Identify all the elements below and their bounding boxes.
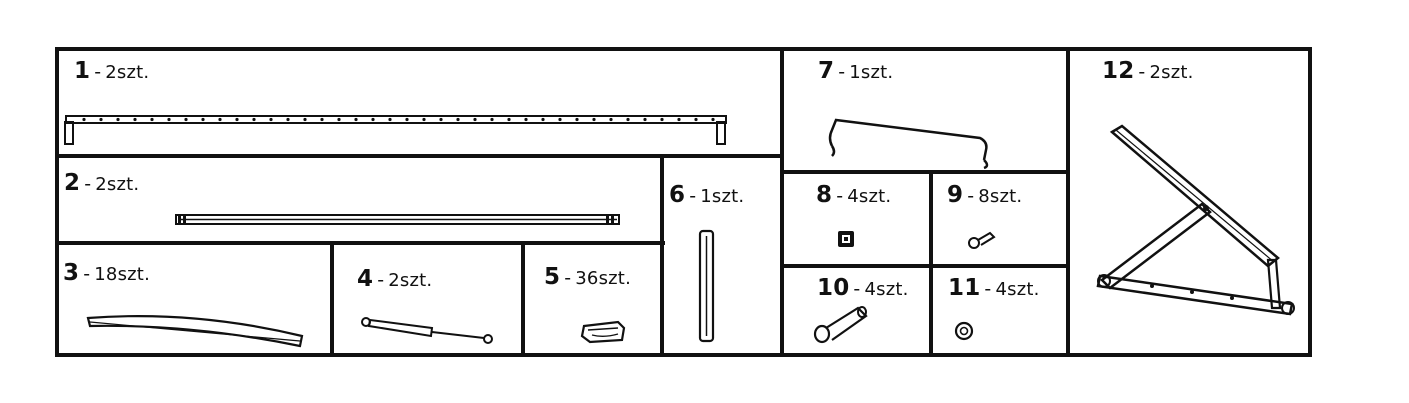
separator: - <box>984 278 992 300</box>
divider-v-right <box>1066 47 1070 357</box>
divider-v-part6 <box>660 154 664 357</box>
separator: - <box>564 267 572 289</box>
quantity: 2szt. <box>95 174 140 195</box>
slat-holder-icon <box>580 320 626 344</box>
lift-mechanism-icon <box>1096 124 1295 316</box>
cap-nut-icon <box>954 321 974 341</box>
quantity: 4szt. <box>995 279 1040 300</box>
part-number: 6 <box>669 182 686 208</box>
separator: - <box>689 185 697 207</box>
quantity: 1szt. <box>849 62 894 83</box>
gas-spring-icon <box>361 317 493 344</box>
divider-h-row2 <box>55 241 665 245</box>
separator: - <box>83 263 91 285</box>
square-nut-icon <box>838 231 854 247</box>
rail-bar-icon <box>175 214 620 225</box>
part-number: 4 <box>357 266 374 292</box>
divider-h-part8-10 <box>780 264 1068 268</box>
part-6-label: 6-1szt. <box>669 182 744 208</box>
quantity: 8szt. <box>978 186 1023 207</box>
part-number: 8 <box>816 182 833 208</box>
part-8-label: 8-4szt. <box>816 182 891 208</box>
slat-icon <box>86 315 304 348</box>
divider-v-part8-9 <box>929 170 933 357</box>
part-2-label: 2-2szt. <box>64 170 139 196</box>
part-number: 7 <box>818 58 835 84</box>
quantity: 2szt. <box>388 270 433 291</box>
divider-v-part4-5 <box>521 241 525 357</box>
long-rail-icon <box>64 115 727 145</box>
quantity: 4szt. <box>864 279 909 300</box>
separator: - <box>94 61 102 83</box>
divider-v-main <box>780 47 784 357</box>
quantity: 2szt. <box>1149 62 1194 83</box>
part-4-label: 4-2szt. <box>357 266 432 292</box>
small-screw-icon <box>968 231 996 249</box>
separator: - <box>838 61 846 83</box>
part-number: 3 <box>63 260 80 286</box>
divider-h-row1 <box>55 154 782 158</box>
part-number: 5 <box>544 264 561 290</box>
part-12-label: 12-2szt. <box>1102 58 1194 84</box>
part-number: 2 <box>64 170 81 196</box>
wire-handle-icon <box>828 118 989 170</box>
part-9-label: 9-8szt. <box>947 182 1022 208</box>
separator: - <box>84 173 92 195</box>
part-number: 10 <box>817 275 850 301</box>
quantity: 1szt. <box>700 186 745 207</box>
bolt-icon <box>813 306 868 344</box>
separator: - <box>853 278 861 300</box>
part-1-label: 1-2szt. <box>74 58 149 84</box>
part-7-label: 7-1szt. <box>818 58 893 84</box>
quantity: 2szt. <box>105 62 150 83</box>
separator: - <box>1138 61 1146 83</box>
quantity: 36szt. <box>575 268 631 289</box>
parts-table-frame <box>55 47 1312 357</box>
part-10-label: 10-4szt. <box>817 275 909 301</box>
part-number: 1 <box>74 58 91 84</box>
quantity: 4szt. <box>847 186 892 207</box>
separator: - <box>836 185 844 207</box>
divider-h-part7 <box>780 170 1068 174</box>
part-number: 9 <box>947 182 964 208</box>
part-number: 11 <box>948 275 981 301</box>
part-3-label: 3-18szt. <box>63 260 150 286</box>
divider-v-part3-4 <box>330 241 334 357</box>
part-5-label: 5-36szt. <box>544 264 631 290</box>
separator: - <box>377 269 385 291</box>
quantity: 18szt. <box>94 264 150 285</box>
part-11-label: 11-4szt. <box>948 275 1040 301</box>
separator: - <box>967 185 975 207</box>
part-number: 12 <box>1102 58 1135 84</box>
vertical-bar-icon <box>698 229 715 343</box>
